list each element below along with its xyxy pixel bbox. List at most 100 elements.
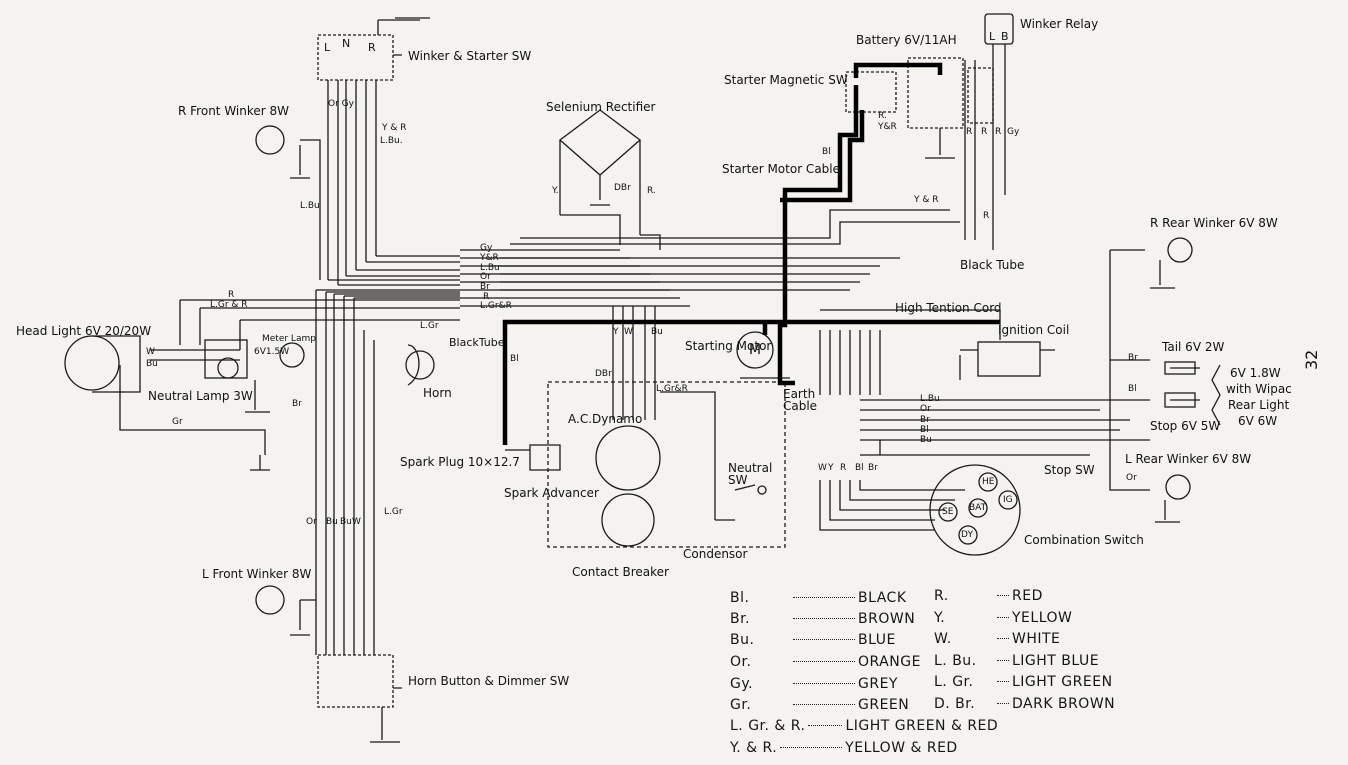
legend-row-white: W. WHITE — [934, 631, 1060, 647]
meter-lamp-rating: 6V1.5W — [254, 347, 290, 357]
terminal-he: HE — [982, 477, 995, 487]
wire-label-r-rect: R. — [647, 186, 656, 196]
wire-label-bl-plug: Bl — [510, 354, 519, 364]
legend-colour-name: GREEN — [858, 697, 910, 713]
legend-colour-name: RED — [1012, 588, 1043, 604]
wire-label-lgr: L.Gr — [420, 321, 439, 331]
black-tube-left-label: BlackTube — [449, 336, 505, 349]
legend-abbr: Or. — [730, 654, 752, 670]
legend-row-yellow-red: Y. & R.YELLOW & RED — [730, 740, 958, 756]
r-front-winker-label: R Front Winker 8W — [178, 104, 290, 118]
legend-abbr: Gr. — [730, 697, 752, 713]
ignition-coil-body — [977, 341, 1041, 377]
battery-label: Battery 6V/11AH — [856, 33, 957, 47]
wipac-note-3: Rear Light — [1228, 398, 1290, 412]
legend-row-grey: Gy. GREY — [730, 676, 898, 692]
wire-label-bl-starter: Bl — [822, 147, 831, 157]
combination-switch-label: Combination Switch — [1024, 533, 1144, 547]
legend-colour-name: ORANGE — [858, 654, 921, 670]
wire-label-r-mag: R. — [878, 111, 887, 121]
wire-label-lgr-vert: L.Gr — [384, 507, 403, 517]
terminal-ig: IG — [1003, 495, 1013, 505]
legend-dots — [793, 597, 855, 598]
legend-dots — [780, 747, 843, 748]
legend-colour-name: YELLOW — [1012, 610, 1073, 626]
l-rear-winker-label: L Rear Winker 6V 8W — [1125, 452, 1252, 466]
legend-abbr: Y. — [934, 610, 946, 626]
harness-label-lbu: L.Bu — [480, 263, 500, 273]
selenium-rectifier-label: Selenium Rectifier — [546, 100, 656, 114]
wire-label-dbr: DBr — [595, 369, 612, 379]
ignition-coil-label: Ignition Coil — [998, 323, 1070, 337]
wire-label-bl-comb: Bl — [855, 463, 864, 473]
wire-label-y-r-mid: Y & R — [914, 195, 939, 205]
wire-label-gy: Gy — [1007, 127, 1020, 137]
legend-abbr: W. — [934, 631, 952, 647]
dynamo-housing — [547, 381, 786, 548]
condensor-label: Condensor — [683, 547, 748, 561]
legend-row-black: Bl.BLACK — [730, 590, 907, 606]
legend-dots — [793, 704, 855, 705]
winker-relay-box — [984, 13, 1014, 45]
legend-row-blue: Bu.BLUE — [730, 632, 896, 648]
wire-label-dbr-rect: DBr — [614, 183, 631, 193]
starter-motor-cable-label: Starter Motor Cable — [722, 162, 841, 176]
stop-switch-label: Stop SW — [1044, 463, 1095, 477]
legend-abbr: Gy. — [730, 676, 754, 692]
legend-abbr: L. Gr. & R. — [730, 718, 806, 734]
wire-label-bu: Bu — [146, 359, 158, 369]
contact-breaker-label: Contact Breaker — [572, 565, 669, 579]
legend-colour-name: DARK BROWN — [1012, 696, 1116, 712]
legend-dots — [997, 703, 1009, 704]
wire-label-w-vert: W — [352, 517, 361, 527]
tail-label: Tail 6V 2W — [1162, 340, 1225, 354]
bundle-label-or: Or — [920, 404, 931, 414]
legend-abbr: L. Bu. — [934, 653, 977, 669]
legend-colour-name: WHITE — [1012, 631, 1061, 647]
legend-dots — [793, 618, 855, 619]
wire-label-or-lwink: Or — [1126, 473, 1137, 483]
harness-label-br: Br — [480, 282, 490, 292]
harness-label-or: Or — [480, 272, 491, 282]
bundle-label-bl: Bl — [920, 425, 929, 435]
switch-letter-l: L — [324, 41, 331, 54]
legend-row-green: Gr. GREEN — [730, 697, 909, 713]
wire-label-bu-vert-2: Bu — [340, 517, 352, 527]
legend-colour-name: LIGHT GREEN — [1012, 674, 1113, 690]
legend-dots — [793, 683, 855, 684]
wire-label-or-vert: Or — [306, 517, 317, 527]
wire-label-bu-vert-1: Bu — [326, 517, 338, 527]
wire-label-br-tail: Br — [1128, 353, 1138, 363]
legend-dots — [997, 660, 1009, 661]
wire-label-lgr-r-left: L.Gr & R — [210, 300, 248, 310]
harness-label-lgr-r: L.Gr&R — [480, 301, 512, 311]
spark-advancer-label: Spark Advancer — [504, 486, 599, 500]
stop-lamp-label: Stop 6V 5W — [1150, 419, 1221, 433]
wire-label-r-3: R — [995, 127, 1002, 137]
wire-label-y: Y. — [552, 186, 559, 196]
legend-row-light-green-red: L. Gr. & R.LIGHT GREEN & RED — [730, 718, 998, 734]
terminal-dy: DY — [961, 530, 973, 540]
wire-label-yr-mag: Y&R — [878, 122, 897, 132]
winker-starter-switch-label: Winker & Starter SW — [408, 49, 532, 63]
wire-label-y-r-top: Y & R — [382, 123, 407, 133]
wire-label-gr: Gr — [172, 417, 183, 427]
wire-label-bl-stop: Bl — [1128, 384, 1137, 394]
winker-relay-label: Winker Relay — [1020, 17, 1099, 31]
starting-motor-label-1: Starting Motor — [685, 339, 772, 353]
wire-label-r-2: R — [981, 127, 988, 137]
motor-symbol-letter: M — [749, 342, 762, 358]
legend-abbr: L. Gr. — [934, 674, 974, 690]
relay-letter-l: L — [989, 30, 996, 43]
legend-colour-name: GREY — [858, 676, 898, 692]
switch-letter-n: N — [342, 37, 351, 50]
wire-label-lbu-top: L.Bu. — [380, 136, 403, 146]
legend-abbr: Bl. — [730, 590, 750, 606]
high-tension-cord-label: High Tention Cord — [895, 301, 1002, 315]
horn-label: Horn — [423, 386, 452, 400]
wire-label-w: W — [146, 347, 155, 357]
neutral-switch-label: Neutral SW — [728, 461, 773, 487]
relay-letter-b: B — [1001, 30, 1009, 43]
starter-magnetic-switch-box — [845, 71, 897, 113]
starter-magnetic-switch-label: Starter Magnetic SW — [724, 73, 848, 87]
